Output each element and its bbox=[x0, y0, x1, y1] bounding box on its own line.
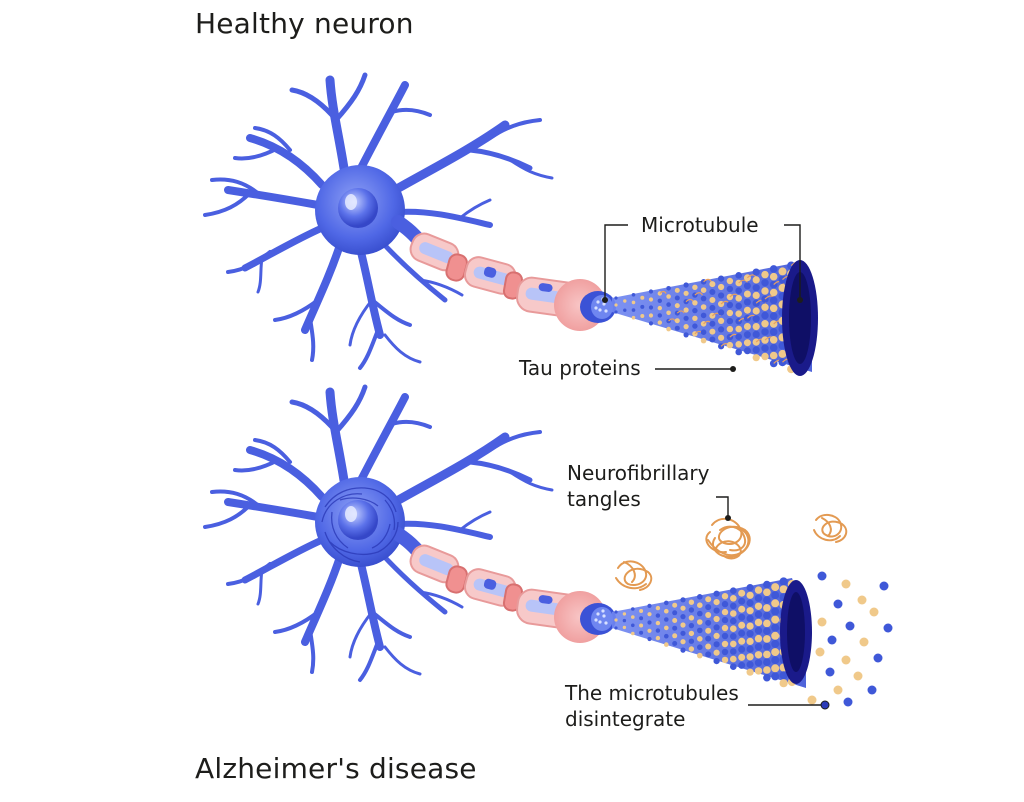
neurofibrillary-tangles-label-line1: Neurofibrillary bbox=[567, 461, 710, 485]
healthy-neuron-cell bbox=[205, 75, 552, 368]
neurofibrillary-tangles-label-line2: tangles bbox=[567, 487, 641, 511]
alzheimer-microtubule-cone bbox=[612, 577, 812, 688]
microtubule-label: Microtubule bbox=[641, 213, 759, 237]
microtubule-pointer-dot-left bbox=[602, 297, 608, 303]
healthy-microtubule-cone bbox=[612, 260, 818, 376]
alzheimers-disease-title: Alzheimer's disease bbox=[195, 752, 477, 785]
disintegrating-tubulin-particles bbox=[807, 571, 893, 707]
tau-proteins-label: Tau proteins bbox=[519, 356, 641, 380]
microtubule-pointer-dot-right bbox=[797, 297, 803, 303]
tangles-pointer-dot bbox=[725, 515, 731, 521]
healthy-callout-lines bbox=[604, 224, 801, 370]
alzheimer-callout-lines bbox=[716, 496, 825, 706]
disintegrate-label-line1: The microtubules bbox=[565, 681, 739, 705]
alzheimer-axon bbox=[405, 540, 617, 644]
tangle-cluster-left bbox=[615, 560, 653, 591]
disintegrate-label-line2: disintegrate bbox=[565, 707, 686, 731]
healthy-neuron-title: Healthy neuron bbox=[195, 7, 414, 40]
healthy-axon bbox=[405, 228, 617, 332]
tangle-cluster-right bbox=[813, 514, 848, 543]
tangle-cluster-large bbox=[705, 517, 751, 560]
disintegrate-pointer-dot bbox=[820, 700, 830, 710]
alzheimer-neuron-cell bbox=[205, 387, 552, 680]
tau-pointer-dot bbox=[730, 366, 736, 372]
